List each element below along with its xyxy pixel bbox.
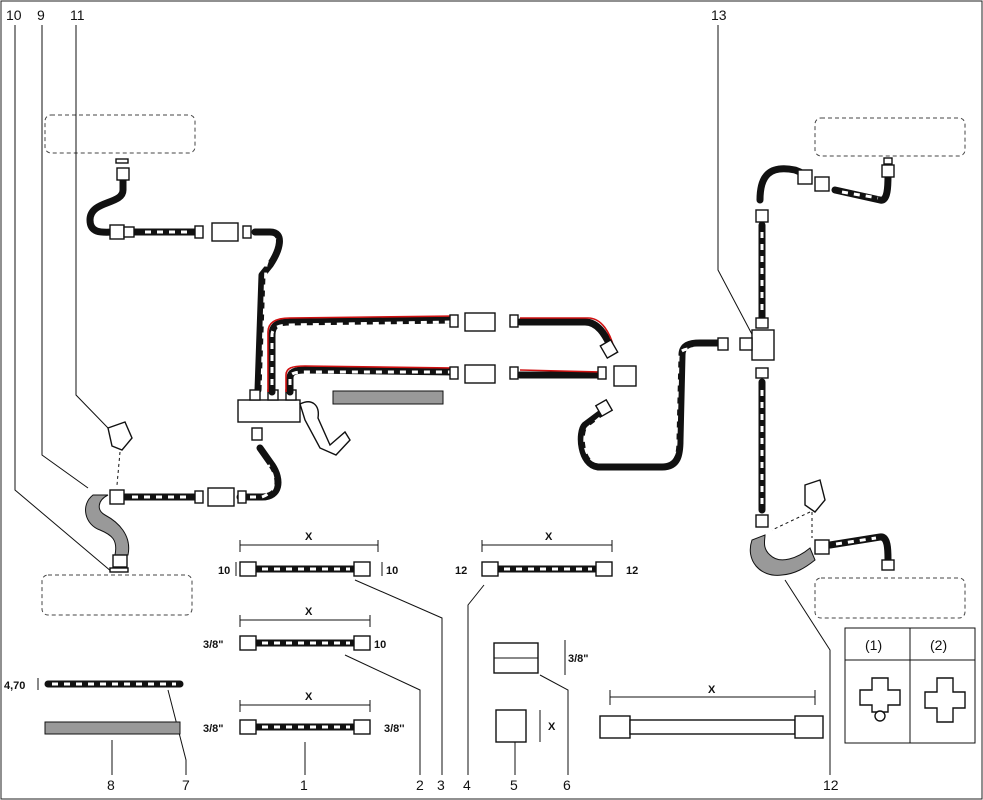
rear-right-cross-line (577, 337, 729, 471)
long-hose-detail (599, 690, 824, 739)
fitting (123, 226, 135, 238)
callout-10: 10 (6, 7, 22, 23)
rear-left-line (85, 421, 282, 573)
callout-3: 3 (437, 777, 445, 793)
wheel-rear-left (41, 574, 193, 616)
hose-end (599, 715, 631, 739)
fitting (814, 176, 830, 192)
pipe-detail-4 (481, 540, 613, 577)
fitting (112, 554, 128, 568)
callout-1: 1 (300, 777, 308, 793)
callout-13: 13 (711, 7, 727, 23)
samples (37, 678, 184, 735)
dim-x-hose: X (708, 684, 716, 696)
dim-38-union: 3/8" (568, 653, 589, 665)
nut-part (495, 709, 527, 743)
dim-x: X (305, 606, 313, 618)
t-piece (751, 329, 775, 361)
dim-10-left: 10 (218, 565, 230, 577)
hose-sample (332, 390, 444, 405)
front-left-line (86, 158, 283, 394)
union-fitting (207, 487, 235, 507)
callout-8: 8 (107, 777, 115, 793)
dim-38-left: 3/8" (203, 639, 224, 651)
pipe-detail-1 (239, 700, 371, 735)
fitting (194, 490, 204, 504)
dim-x: X (545, 531, 553, 543)
callout-5: 5 (510, 777, 518, 793)
fitting (237, 490, 247, 504)
callout-12: 12 (823, 777, 839, 793)
fitting (797, 169, 813, 185)
dim-10-right: 10 (386, 565, 398, 577)
dim-470: 4,70 (4, 680, 25, 692)
fitting (109, 489, 125, 505)
wheel-front-right (814, 117, 966, 157)
dim-38-right: 3/8'' (384, 723, 405, 735)
pressure-switch (613, 365, 637, 387)
rear-right-hose (749, 479, 895, 576)
callout-6: 6 (563, 777, 571, 793)
hose-sample-8 (44, 721, 181, 735)
union-fitting (211, 222, 239, 242)
master-cylinder-body (237, 399, 301, 423)
callout-7: 7 (182, 777, 190, 793)
pipe-detail-3 (235, 540, 383, 577)
front-right-line (756, 157, 895, 204)
labels: 10 9 11 13 1 2 3 4 5 6 7 8 12 X 10 10 X … (4, 7, 947, 793)
union-fitting (464, 364, 496, 384)
hose-end (794, 715, 824, 739)
callout-2: 2 (416, 777, 424, 793)
dim-12-left: 12 (455, 565, 467, 577)
inset-label-2: (2) (930, 637, 947, 653)
dim-38-left: 3/8" (203, 723, 224, 735)
right-side-line (739, 209, 775, 528)
wheel-rear-right (814, 577, 966, 619)
inset-panel (844, 627, 976, 744)
clip (107, 421, 133, 451)
fitting (116, 167, 130, 181)
callout-4: 4 (463, 777, 471, 793)
dim-10-right: 10 (374, 639, 386, 651)
cross-piece-inset-2 (924, 677, 966, 723)
highlighted-lines (267, 312, 637, 396)
fitting (242, 225, 252, 239)
fitting (109, 567, 129, 573)
leader-lines (14, 25, 831, 775)
fitting (115, 158, 129, 164)
wheel-front-left (44, 114, 196, 154)
t-piece-inset-1 (859, 677, 901, 713)
wheel-outlines (41, 114, 966, 619)
pipe-detail-2 (239, 615, 371, 651)
dim-x-nut: X (548, 721, 556, 733)
dim-x: X (305, 531, 313, 543)
brake-pedal (299, 401, 351, 456)
union-and-nut (493, 640, 566, 743)
clip (804, 479, 826, 513)
fitting (109, 224, 125, 240)
dim-x: X (305, 691, 313, 703)
callout-11: 11 (70, 7, 85, 23)
fitting (194, 225, 204, 239)
master-cylinder (237, 389, 444, 456)
union-fitting (464, 312, 496, 332)
dim-12-right: 12 (626, 565, 638, 577)
callout-9: 9 (37, 7, 45, 23)
inset-label-1: (1) (865, 637, 882, 653)
